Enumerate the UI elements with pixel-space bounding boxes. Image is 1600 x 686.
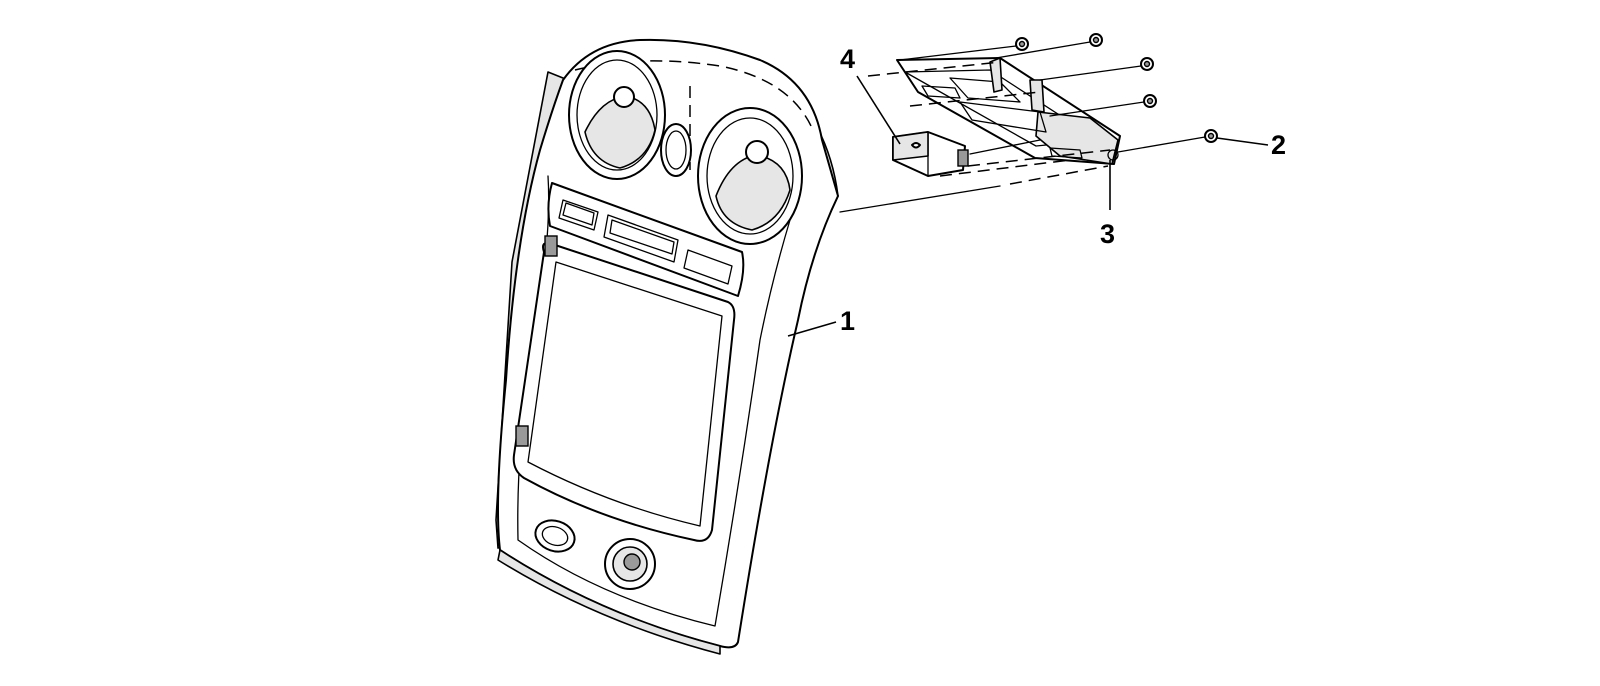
- screw: [1143, 94, 1157, 108]
- callout-leaders: [787, 75, 1269, 337]
- callout-1: 1: [840, 306, 855, 336]
- screw: [1204, 129, 1218, 143]
- screw: [1089, 33, 1103, 47]
- callout-4: 4: [840, 44, 855, 74]
- callout-2: 2: [1271, 130, 1286, 160]
- hazard-switch: [892, 131, 969, 177]
- mounting-bracket: [896, 57, 1121, 165]
- callout-3: 3: [1100, 219, 1115, 249]
- center-trim-bezel: [495, 38, 839, 655]
- assembly-lines: [839, 41, 1206, 213]
- screw: [1015, 37, 1029, 51]
- screws: [1015, 33, 1218, 143]
- screw: [1140, 57, 1154, 71]
